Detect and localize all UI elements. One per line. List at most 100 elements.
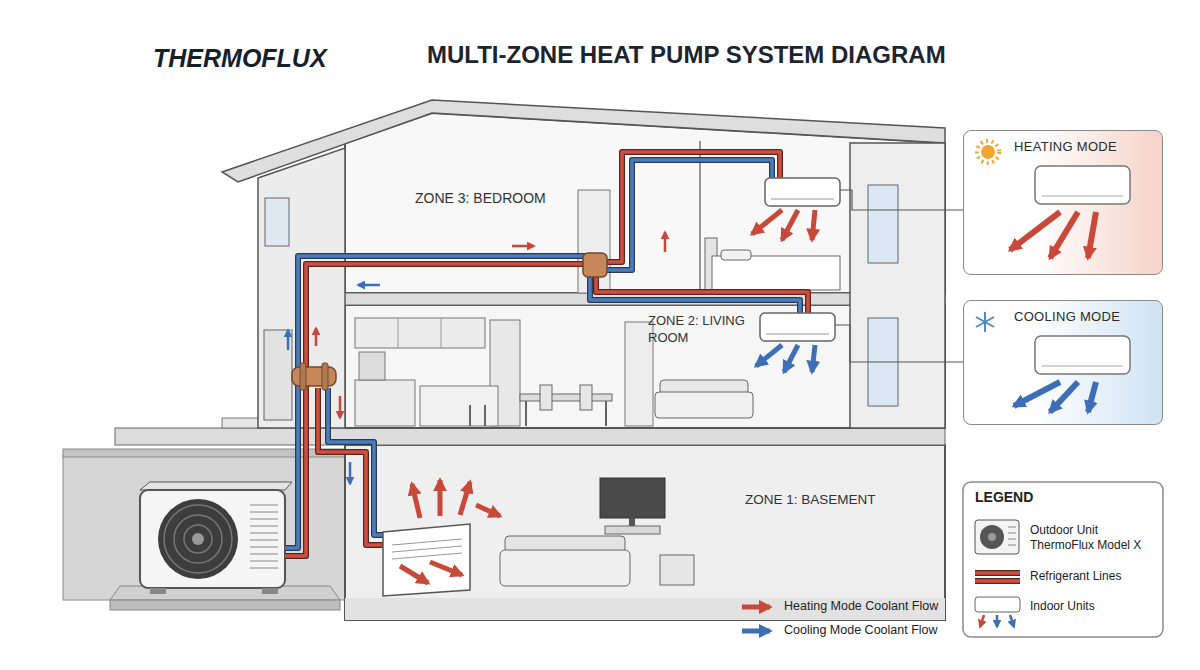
outdoor-unit xyxy=(250,505,278,506)
outdoor-unit xyxy=(250,540,278,541)
outdoor-unit xyxy=(250,519,278,520)
furniture xyxy=(655,392,753,418)
manifold xyxy=(292,367,336,386)
outdoor-unit xyxy=(158,499,238,579)
indoor-unit xyxy=(760,313,835,341)
panel-heading: HEATING MODE xyxy=(1014,139,1162,154)
mode-panel: COOLING MODE xyxy=(963,300,1163,425)
furniture xyxy=(359,352,385,380)
legend-icon xyxy=(975,520,1019,554)
furniture xyxy=(712,256,840,290)
ground-wall xyxy=(110,600,340,610)
manifold xyxy=(300,363,306,390)
airflow-arrow xyxy=(460,482,470,515)
outdoor-unit xyxy=(262,588,278,594)
furniture xyxy=(721,250,751,260)
outdoor-unit xyxy=(250,568,278,569)
legend-icon xyxy=(996,615,999,627)
house-structure xyxy=(345,598,945,620)
legend-icon xyxy=(975,579,1020,583)
legend-icon xyxy=(742,520,1020,631)
mode-inset-art xyxy=(976,317,994,327)
house-structure xyxy=(345,445,945,620)
legend-box xyxy=(963,482,1163,637)
outdoor-unit xyxy=(250,512,278,513)
furniture xyxy=(600,478,665,518)
mode-inset-art xyxy=(1014,382,1060,406)
mode-inset-art xyxy=(1042,196,1123,197)
leader-line xyxy=(835,325,963,362)
zone-label: ZONE 3: BEDROOM xyxy=(415,190,546,206)
furniture xyxy=(660,555,694,585)
mode-inset-art xyxy=(964,301,1162,424)
refrigerant-pipes xyxy=(285,256,588,548)
airflow-arrow xyxy=(400,566,428,583)
legend-icon xyxy=(1010,615,1014,627)
mode-inset-art xyxy=(976,317,994,327)
house-structure xyxy=(699,141,701,293)
airflow-arrow xyxy=(782,210,798,240)
flow-arrow xyxy=(339,396,342,418)
mode-inset-art xyxy=(964,131,1162,424)
mode-inset-art xyxy=(1050,212,1078,258)
legend-icon xyxy=(975,571,1020,575)
flow-arrow xyxy=(664,232,667,252)
house-structure xyxy=(115,100,945,620)
mode-inset-art xyxy=(981,145,995,159)
house-structure xyxy=(115,428,945,445)
furniture xyxy=(420,386,498,426)
flow-arrow xyxy=(349,462,352,484)
refrigerant-pipes xyxy=(285,152,808,556)
diagram-title: MULTI-ZONE HEAT PUMP SYSTEM DIAGRAM xyxy=(427,41,946,69)
outdoor-unit xyxy=(140,482,292,490)
refrigerant-pipes xyxy=(602,152,780,262)
indoor-unit xyxy=(383,524,470,596)
refrigerant-pipes xyxy=(590,276,800,313)
airflow-arrow xyxy=(812,345,815,372)
house-structure xyxy=(264,330,292,420)
airflow-arrow xyxy=(752,210,782,234)
airflow-arrow xyxy=(812,210,815,240)
house-structure xyxy=(265,198,289,246)
legend-icon xyxy=(988,533,996,541)
brand-logo: THERMOFLUX xyxy=(153,44,327,73)
furniture xyxy=(355,318,485,348)
furniture xyxy=(520,394,612,401)
indoor-unit xyxy=(392,539,462,545)
outdoor-unit xyxy=(250,547,278,548)
indoor-unit xyxy=(392,553,462,559)
manifold xyxy=(322,363,328,390)
furniture xyxy=(441,318,442,348)
legend-icon xyxy=(1008,539,1016,540)
house-structure xyxy=(868,185,898,263)
legend-icon xyxy=(980,615,984,627)
refrigerant-pipes xyxy=(285,256,588,548)
mode-inset-art xyxy=(1042,366,1123,367)
flow-arrow xyxy=(288,232,665,484)
furniture xyxy=(484,405,486,426)
outdoor-unit xyxy=(250,561,278,562)
house-structure xyxy=(578,190,610,293)
mode-panel: HEATING MODE xyxy=(963,130,1163,275)
outdoor-unit xyxy=(250,526,278,527)
legend-heading: LEGEND xyxy=(975,489,1033,505)
mode-inset-art xyxy=(976,312,994,332)
outdoor-unit xyxy=(140,490,285,588)
legend-box xyxy=(963,482,1163,637)
airflow-arrow xyxy=(756,345,782,366)
legend-icon xyxy=(1008,527,1016,528)
mode-inset-art xyxy=(977,141,999,163)
outdoor-unit xyxy=(150,588,166,594)
legend-text: Outdoor Unit ThermoFlux Model X xyxy=(1030,523,1155,553)
refrigerant-pipes xyxy=(596,276,808,313)
legend-icon xyxy=(975,578,1020,584)
airflow-arrow xyxy=(412,484,420,518)
refrigerant-pipes xyxy=(285,264,588,556)
furniture xyxy=(540,385,552,410)
leader-line xyxy=(840,190,963,210)
indoor-unit xyxy=(766,334,829,335)
mode-inset-art xyxy=(1010,212,1060,250)
flow-arrow xyxy=(512,245,534,248)
outdoor-unit xyxy=(164,505,232,573)
